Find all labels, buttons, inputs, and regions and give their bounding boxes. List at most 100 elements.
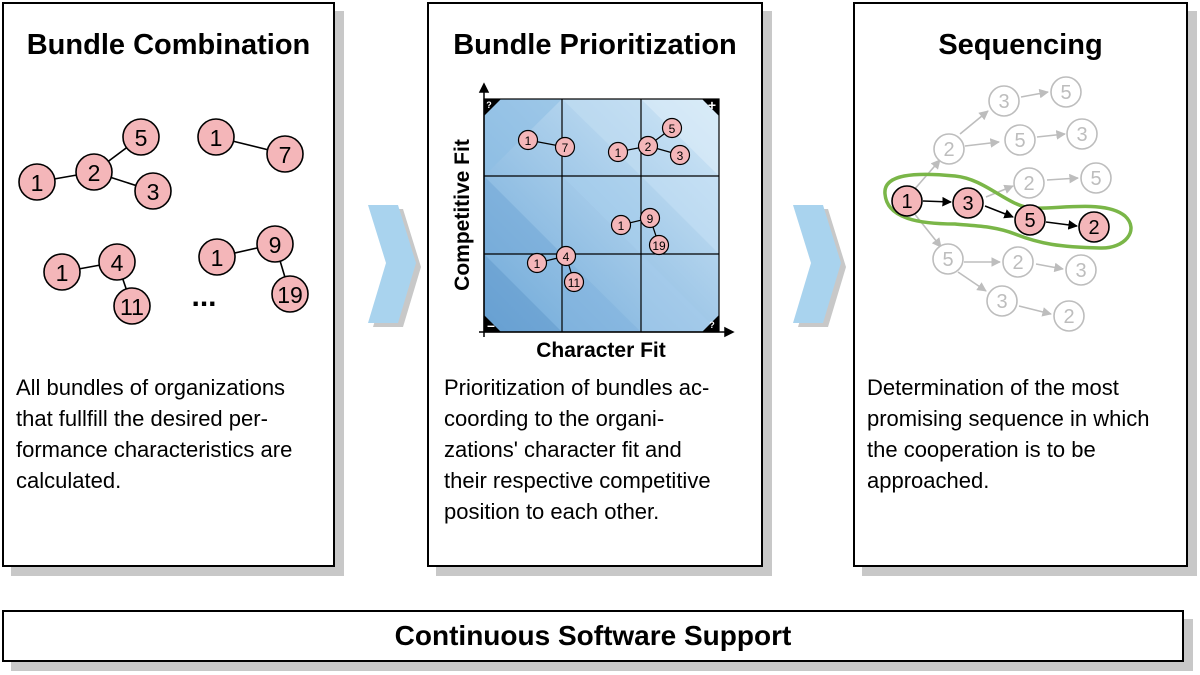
sequence-node-label: 2: [1088, 217, 1099, 239]
ellipsis: ...: [191, 280, 216, 313]
sequence-node: [1014, 204, 1046, 236]
node-label: 1: [618, 219, 625, 233]
sequence-node-label: 1: [901, 191, 912, 213]
node-circle: [98, 243, 136, 281]
faded-node-label: 5: [1090, 168, 1101, 190]
corner-label-bottom-right: ?: [709, 320, 715, 330]
faded-node-label: 3: [998, 91, 1009, 113]
sequencing-tree: 3 5 2 5 3 2 5 5 2 3 3 2 1: [883, 76, 1133, 332]
node-label: 19: [652, 239, 666, 253]
node-circle: [639, 207, 661, 229]
node-label: 1: [525, 134, 532, 148]
panel-description: All bundles of organizations that fullfi…: [16, 375, 293, 493]
node-label: 1: [615, 146, 622, 160]
faded-node: [1053, 300, 1085, 332]
node-circle: [526, 252, 548, 274]
node-label: 7: [562, 141, 569, 155]
panel-title: Sequencing: [938, 29, 1103, 61]
faded-node-label: 2: [943, 139, 954, 161]
node-label: 2: [645, 140, 652, 154]
node-circle: [607, 141, 629, 163]
node-label: 2: [88, 160, 101, 186]
node-label: 1: [211, 245, 224, 271]
y-axis-label: Competitive Fit: [451, 139, 474, 291]
sequence-node-label: 5: [1024, 210, 1035, 232]
node-label: 1: [210, 125, 223, 151]
node-label: 5: [135, 125, 148, 151]
flow-arrow-2: [793, 205, 846, 327]
highlight-outline: [883, 172, 1133, 250]
panel-sequencing: Sequencing: [853, 2, 1188, 567]
sequence-node: [891, 185, 923, 217]
node-circle: [43, 253, 81, 291]
sequence-node-label: 3: [962, 193, 973, 215]
faded-node: [988, 85, 1020, 117]
sequence-node: [1078, 211, 1110, 243]
faded-node: [1065, 254, 1097, 286]
node-circle: [669, 144, 691, 166]
node-circle: [18, 163, 56, 201]
node-label: 11: [568, 276, 581, 290]
faded-node: [1002, 246, 1034, 278]
continuous-software-support-bar: Continuous Software Support: [2, 610, 1184, 662]
x-axis-label: Character Fit: [536, 339, 666, 362]
bundle-combination-graph: 1 2 5 3 1 7 1 4 11 1 9 19 ...: [18, 118, 309, 325]
node-label: 1: [534, 257, 541, 271]
faded-node-label: 3: [1076, 124, 1087, 146]
corner-label-top-left: ?: [486, 100, 492, 110]
faded-node: [932, 243, 964, 275]
node-label: 5: [669, 122, 676, 136]
node-label: 19: [277, 282, 303, 308]
faded-node-label: 5: [942, 249, 953, 271]
panel-title: Bundle Prioritization: [453, 29, 737, 61]
node-circle: [661, 117, 683, 139]
faded-node: [933, 133, 965, 165]
faded-node: [986, 285, 1018, 317]
sequence-node: [952, 187, 984, 219]
panel-bundle-prioritization: Bundle Prioritization: [427, 2, 763, 567]
faded-node-label: 2: [1012, 252, 1023, 274]
faded-node-label: 3: [996, 291, 1007, 313]
node-circle: [266, 135, 304, 173]
node-circle: [517, 129, 539, 151]
node-circle: [610, 214, 632, 236]
faded-node-label: 2: [1023, 173, 1034, 195]
node-circle: [113, 287, 151, 325]
prioritization-matrix: ? + – ? Character Fit Competitive Fit: [451, 82, 735, 362]
corner-label-top-right: +: [708, 97, 716, 113]
node-circle: [134, 172, 172, 210]
panel-title: Bundle Combination: [26, 29, 311, 61]
node-label: 3: [677, 149, 684, 163]
faded-node-label: 5: [1060, 82, 1071, 104]
node-circle: [637, 135, 659, 157]
node-circle: [648, 234, 670, 256]
faded-node: [1050, 76, 1082, 108]
node-circle: [75, 153, 113, 191]
node-label: 3: [147, 179, 160, 205]
node-circle: [122, 118, 160, 156]
flow-arrow-1: [368, 205, 421, 327]
panel-bundle-combination: Bundle Combination 1: [2, 2, 335, 567]
node-circle: [555, 245, 577, 267]
faded-node-label: 5: [1014, 130, 1025, 152]
faded-node-label: 2: [1063, 306, 1074, 328]
faded-node: [1013, 167, 1045, 199]
faded-node: [1080, 162, 1112, 194]
node-label: 9: [269, 232, 282, 258]
node-label: 1: [31, 170, 44, 196]
node-label: 9: [647, 212, 654, 226]
node-circle: [198, 238, 236, 276]
corner-label-bottom-left: –: [487, 317, 495, 333]
faded-node-label: 3: [1075, 260, 1086, 282]
faded-node: [1004, 124, 1036, 156]
panel-description: Prioritization of bundles ac- coording t…: [444, 375, 711, 524]
faded-node: [1066, 118, 1098, 150]
node-circle: [271, 275, 309, 313]
node-circle: [563, 271, 585, 293]
node-label: 4: [111, 250, 124, 276]
node-label: 1: [56, 260, 69, 286]
node-label: 11: [120, 294, 144, 320]
node-circle: [197, 118, 235, 156]
node-circle: [256, 225, 294, 263]
node-label: 7: [279, 142, 292, 168]
